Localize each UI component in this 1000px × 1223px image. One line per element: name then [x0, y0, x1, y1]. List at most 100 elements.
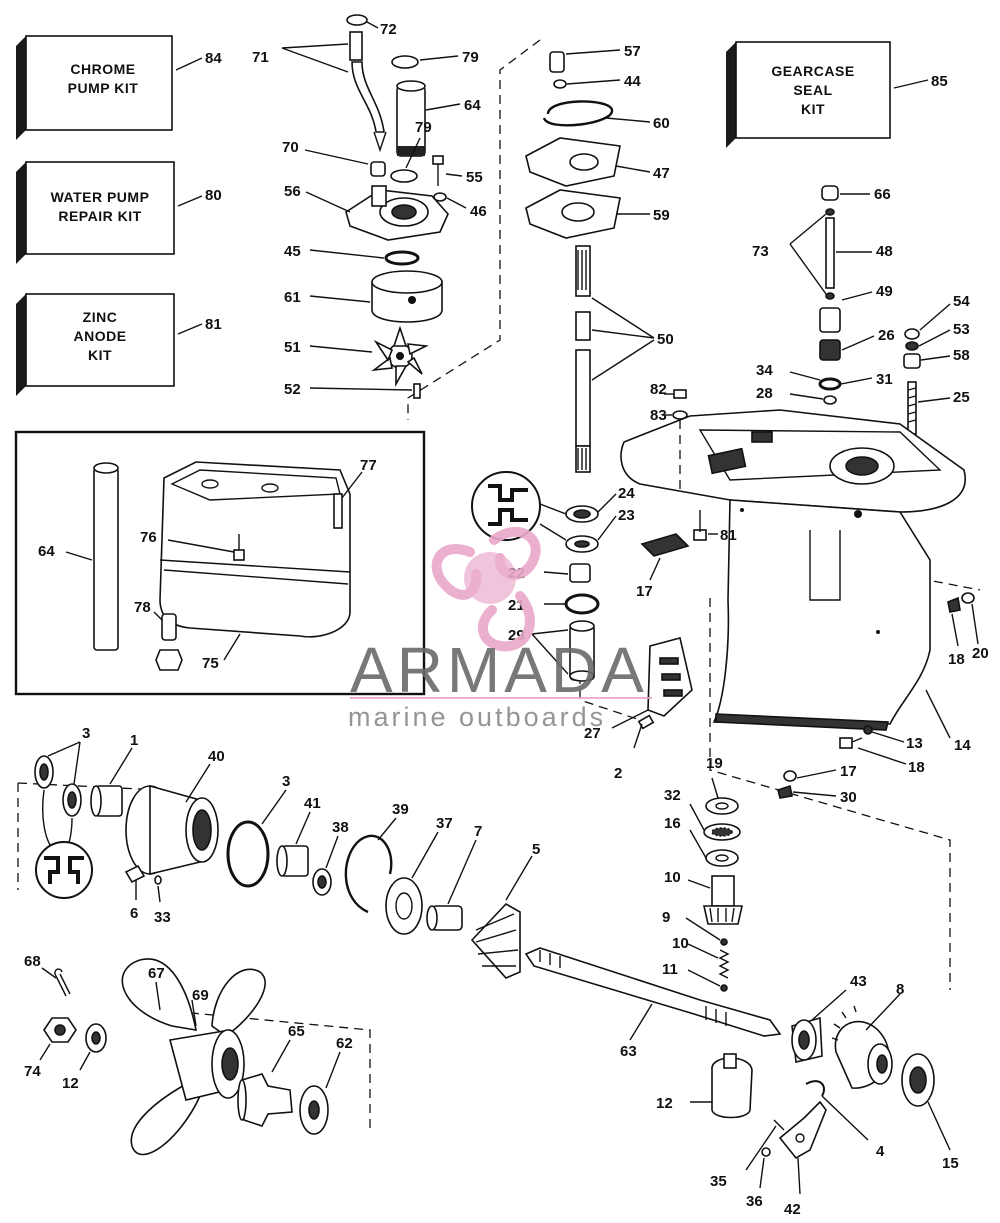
callout-81: 17: [636, 583, 653, 600]
callout-61: 61: [284, 289, 301, 306]
callout-37: 7: [474, 823, 482, 840]
kit-box-zinc-anode: ZINC ANODE KIT 81: [16, 293, 222, 396]
kit-box-chrome-pump: CHROME PUMP KIT 84: [16, 35, 222, 140]
callout-4: 4: [876, 1143, 885, 1160]
callout-53: 53: [953, 321, 970, 338]
callout-51: 51: [284, 339, 301, 356]
callout-76: 76: [140, 529, 157, 546]
callout-7: 5: [532, 841, 540, 858]
callout-83: 83: [650, 407, 667, 424]
callout-34: 34: [756, 362, 773, 379]
gearcase-housing: [620, 389, 979, 799]
callout-6: 33: [154, 909, 171, 926]
callout-60: 60: [653, 115, 670, 132]
water-pump-assembly: [281, 14, 467, 399]
callout-46: 46: [470, 203, 487, 220]
callout-38: 39: [392, 801, 409, 818]
callout-43: 8: [896, 981, 904, 998]
callout-11: 43: [850, 973, 867, 990]
callout-3: 1: [130, 732, 138, 749]
callout-24: 24: [618, 485, 635, 502]
callout-20: 14: [954, 737, 971, 754]
kit-gearcase-line2: SEAL: [793, 82, 832, 98]
callout-12: 12: [656, 1095, 673, 1112]
kit-box-water-pump: WATER PUMP REPAIR KIT 80: [16, 161, 222, 264]
watermark-word: ARMADA: [350, 634, 648, 706]
callout-62: 74: [24, 1063, 41, 1080]
watermark-subtitle: marine outboards: [348, 702, 606, 732]
callout-40: 3: [282, 773, 290, 790]
callout-84: 84: [205, 50, 222, 67]
callout-63: 68: [24, 953, 41, 970]
callout-59: 59: [653, 207, 670, 224]
propeller-assembly: [39, 958, 341, 1156]
callout-31: 31: [876, 371, 893, 388]
callout-73: 73: [752, 243, 769, 260]
callout-49: 49: [876, 283, 893, 300]
inset-extension-kit: [14, 430, 426, 696]
callout-85: 85: [931, 73, 948, 90]
callout-32: 16: [664, 815, 681, 832]
callout-17: 18: [948, 651, 965, 668]
callout-71: 71: [252, 49, 269, 66]
callout-81: 81: [205, 316, 222, 333]
callout-77: 77: [360, 457, 377, 474]
callout-14: 13: [906, 735, 923, 752]
callout-18: 20: [972, 645, 989, 662]
callout-57: 57: [624, 43, 641, 60]
callout-30: 27: [584, 725, 601, 742]
callout-39: 37: [436, 815, 453, 832]
callout-18: 17: [840, 763, 857, 780]
callout-75: 75: [202, 655, 219, 672]
callout-80: 80: [205, 187, 222, 204]
callout-55: 55: [466, 169, 483, 186]
callout-16: 10: [664, 869, 681, 886]
shift-rod-assembly: [789, 185, 951, 435]
callout-19: 32: [664, 787, 681, 804]
callout-67: 69: [192, 987, 209, 1004]
callout-13: 18: [908, 759, 925, 776]
callout-10: 9: [662, 909, 670, 926]
kit-box-gearcase-seal: GEARCASE SEAL KIT 85: [726, 41, 948, 148]
kit-chrome-line2: PUMP KIT: [68, 80, 139, 96]
callout-28: 28: [756, 385, 773, 402]
driveshaft-assembly: [525, 49, 655, 473]
callout-64: 64: [464, 97, 481, 114]
kit-zinc-line1: ZINC: [83, 309, 118, 325]
callout-3: 41: [304, 795, 321, 812]
kit-water-line1: WATER PUMP: [51, 189, 150, 205]
callout-54: 54: [953, 293, 970, 310]
callout-1: 40: [208, 748, 225, 765]
kit-water-line2: REPAIR KIT: [58, 208, 141, 224]
callout-70: 70: [282, 139, 299, 156]
watermark: ARMADA marine outboards: [348, 526, 652, 732]
callout-58: 58: [953, 347, 970, 364]
callout-47: 47: [653, 165, 670, 182]
callout-82: 82: [650, 381, 667, 398]
kit-chrome-line1: CHROME: [70, 61, 135, 77]
callout-79: 79: [415, 119, 432, 136]
callout-41: 38: [332, 819, 349, 836]
callout-33: 19: [706, 755, 723, 772]
callout-10: 11: [662, 961, 678, 978]
callout-27: 2: [614, 765, 622, 782]
callout-25: 25: [953, 389, 970, 406]
callout-68: 67: [148, 965, 165, 982]
callout-65: 62: [336, 1035, 353, 1052]
bearing-stack: [471, 471, 693, 749]
callout-64: 64: [38, 543, 55, 560]
pinion-stack: [524, 777, 951, 1195]
kit-zinc-line3: KIT: [88, 347, 112, 363]
watermark-logo: [431, 526, 541, 652]
callout-78: 78: [134, 599, 151, 616]
callout-2: 3: [82, 725, 90, 742]
callout-52: 52: [284, 381, 301, 398]
callout-66: 66: [874, 186, 891, 203]
callout-44: 44: [624, 73, 641, 90]
callout-74: 12: [62, 1075, 79, 1092]
callout-35: 35: [710, 1173, 727, 1190]
prop-shaft-assembly: [34, 741, 533, 979]
callout-56: 56: [284, 183, 301, 200]
